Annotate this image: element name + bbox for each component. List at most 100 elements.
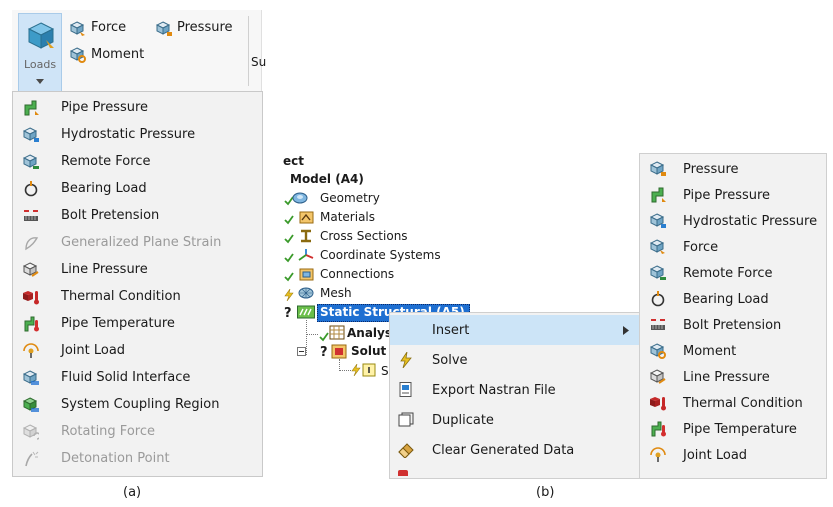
menu-item-rotating-force: Rotating Force: [13, 419, 262, 446]
context-menu-solve[interactable]: Solve: [390, 345, 640, 375]
rotating-force-icon: [23, 424, 39, 440]
pipe-pressure-icon: [651, 187, 666, 203]
connections-icon: [299, 268, 314, 281]
moment-icon: [70, 47, 86, 63]
clear-generated-data-icon: [398, 443, 414, 458]
coordinate-systems-icon: [298, 249, 314, 261]
menu-item-joint-load[interactable]: Joint Load: [13, 338, 262, 365]
submenu-item-pipe-pressure[interactable]: Pipe Pressure: [640, 182, 826, 208]
ribbon-divider: [248, 16, 249, 86]
bolt-pretension-icon: [651, 319, 665, 330]
menu-item-pipe-pressure[interactable]: Pipe Pressure: [13, 95, 262, 122]
menu-item-remote-force[interactable]: Remote Force: [13, 149, 262, 176]
pressure-icon: [650, 161, 666, 176]
system-coupling-region-icon: [23, 397, 39, 412]
tree-item-geometry[interactable]: Geometry: [320, 191, 380, 205]
menu-item-generalized-plane-strain: Generalized Plane Strain: [13, 230, 262, 257]
tree-item-solution[interactable]: Solut: [351, 344, 387, 358]
solution-information-icon: [362, 363, 376, 377]
submenu-item-moment[interactable]: Moment: [640, 338, 826, 364]
tree-connector: [339, 359, 341, 371]
menu-item-hydrostatic-pressure[interactable]: Hydrostatic Pressure: [13, 122, 262, 149]
tree-item-analysis-settings[interactable]: Analys: [347, 326, 393, 340]
tree-connector: [339, 370, 351, 372]
insert-submenu: Pressure Pipe Pressure Hydrostatic Press…: [639, 153, 827, 479]
menu-item-fluid-solid-interface[interactable]: Fluid Solid Interface: [13, 365, 262, 392]
tree-item-cross-sections[interactable]: Cross Sections: [320, 229, 408, 243]
menu-item-bolt-pretension[interactable]: Bolt Pretension: [13, 203, 262, 230]
joint-load-icon: [23, 343, 39, 358]
moment-icon: [650, 343, 666, 359]
context-menu-insert[interactable]: Insert: [390, 315, 640, 345]
export-nastran-icon: [399, 382, 412, 397]
check-icon: [284, 215, 294, 225]
submenu-item-pipe-temperature[interactable]: Pipe Temperature: [640, 416, 826, 442]
thermal-condition-icon: [23, 291, 39, 305]
menu-item-thermal-condition[interactable]: Thermal Condition: [13, 284, 262, 311]
tree-item-solution-information[interactable]: S: [381, 364, 389, 378]
menu-item-pipe-temperature[interactable]: Pipe Temperature: [13, 311, 262, 338]
loads-label: Loads: [23, 58, 57, 71]
submenu-item-line-pressure[interactable]: Line Pressure: [640, 364, 826, 390]
lightning-icon: [351, 364, 361, 376]
loads-cube-icon: [27, 22, 55, 49]
status-question-mark: ?: [320, 345, 328, 360]
menu-item-bearing-load[interactable]: Bearing Load: [13, 176, 262, 203]
tree-item-coordinate-systems[interactable]: Coordinate Systems: [320, 248, 441, 262]
loads-dropdown-menu: Pipe Pressure Hydrostatic Pressure Remot…: [12, 91, 263, 477]
tree-model[interactable]: Model (A4): [290, 172, 364, 186]
line-pressure-icon: [23, 262, 39, 277]
check-icon: [284, 196, 294, 206]
tree-item-mesh[interactable]: Mesh: [320, 286, 352, 300]
caption-a: (a): [123, 485, 142, 500]
pressure-button[interactable]: Pressure: [177, 20, 233, 35]
submenu-item-joint-load[interactable]: Joint Load: [640, 442, 826, 468]
remote-force-icon: [23, 154, 39, 169]
status-question-mark: ?: [284, 306, 292, 321]
solve-icon: [400, 352, 412, 368]
bolt-pretension-icon: [24, 210, 38, 221]
hydrostatic-pressure-icon: [23, 127, 39, 142]
geometry-icon: [292, 192, 308, 204]
check-icon: [284, 272, 294, 282]
context-menu-duplicate[interactable]: Duplicate: [390, 405, 640, 435]
tree-item-materials[interactable]: Materials: [320, 210, 376, 224]
tree-item-connections[interactable]: Connections: [320, 267, 395, 281]
remote-force-icon: [650, 265, 666, 280]
bearing-load-icon: [651, 291, 665, 307]
force-icon: [650, 239, 665, 254]
submenu-item-hydrostatic-pressure[interactable]: Hydrostatic Pressure: [640, 208, 826, 234]
loads-ribbon: Loads Force Pressure Moment Su: [12, 10, 266, 93]
check-icon: [284, 234, 294, 244]
solution-icon: [331, 344, 347, 359]
menu-item-detonation-point: Detonation Point: [13, 446, 262, 473]
submenu-item-bearing-load[interactable]: Bearing Load: [640, 286, 826, 312]
submenu-item-remote-force[interactable]: Remote Force: [640, 260, 826, 286]
moment-button[interactable]: Moment: [91, 47, 145, 62]
submenu-item-thermal-condition[interactable]: Thermal Condition: [640, 390, 826, 416]
submenu-item-bolt-pretension[interactable]: Bolt Pretension: [640, 312, 826, 338]
submenu-item-force[interactable]: Force: [640, 234, 826, 260]
static-structural-icon: [297, 305, 315, 319]
mesh-icon: [298, 287, 314, 299]
pipe-temperature-icon: [651, 421, 666, 437]
detonation-point-icon: [25, 451, 39, 467]
force-button[interactable]: Force: [91, 20, 127, 35]
lightning-icon: [284, 289, 294, 301]
tree-connector: [306, 320, 308, 355]
context-menu-export-nastran[interactable]: Export Nastran File: [390, 375, 640, 405]
menu-item-system-coupling-region[interactable]: System Coupling Region: [13, 392, 262, 419]
pressure-icon: [156, 21, 172, 36]
menu-item-line-pressure[interactable]: Line Pressure: [13, 257, 262, 284]
bearing-load-icon: [24, 181, 38, 197]
collapse-icon: [297, 347, 306, 356]
pipe-temperature-icon: [24, 316, 39, 332]
loads-button[interactable]: Loads: [18, 13, 62, 93]
chevron-right-icon: [623, 326, 629, 335]
cross-sections-icon: [301, 229, 311, 243]
generalized-plane-strain-icon: [25, 237, 39, 251]
hydrostatic-pressure-icon: [650, 213, 666, 228]
analysis-settings-icon: [329, 325, 345, 340]
submenu-item-pressure[interactable]: Pressure: [640, 156, 826, 182]
context-menu-clear-generated-data[interactable]: Clear Generated Data: [390, 435, 640, 465]
